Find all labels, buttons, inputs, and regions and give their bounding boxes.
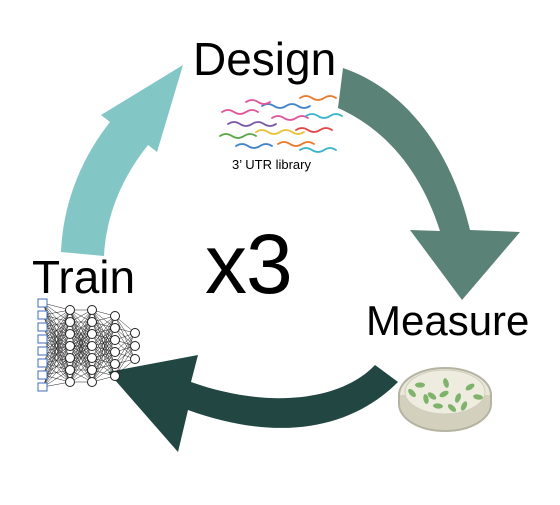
nn-connection	[42, 345, 71, 388]
nn-input-node	[37, 298, 48, 308]
cell	[439, 390, 449, 398]
cell	[408, 388, 416, 398]
nn-input-node	[37, 346, 48, 356]
nn-node	[87, 353, 97, 363]
cell	[454, 393, 462, 403]
nn-connection	[114, 332, 136, 377]
cell	[460, 401, 468, 411]
cell	[473, 394, 483, 400]
nn-node	[65, 329, 75, 339]
step-design-label: Design	[193, 33, 337, 85]
dish-cells	[408, 378, 483, 412]
nn-node	[130, 328, 140, 338]
nn-connection	[42, 309, 71, 340]
nn-connection	[114, 315, 136, 347]
rna-strands-icon	[219, 95, 343, 153]
cell	[465, 383, 475, 391]
nn-connection	[69, 309, 93, 359]
nn-node	[65, 377, 75, 387]
nn-connection	[114, 345, 136, 377]
nn-node	[110, 371, 120, 381]
neural-network-icon	[37, 298, 140, 392]
nn-connection	[69, 333, 93, 383]
arrow-measure-to-train	[108, 355, 398, 452]
nn-node	[65, 353, 75, 363]
nn-connection	[114, 332, 136, 365]
nn-input-node	[37, 382, 48, 392]
nn-input-node	[37, 322, 48, 332]
nn-input-node	[37, 334, 48, 344]
step-measure-label: Measure	[366, 297, 530, 344]
iteration-count-label: x3	[205, 217, 293, 311]
nn-connection	[42, 309, 71, 352]
nn-node	[65, 305, 75, 315]
nn-node	[110, 359, 120, 369]
step-train-label: Train	[32, 251, 136, 303]
nn-connection	[69, 345, 93, 383]
nn-node	[65, 341, 75, 351]
petri-dish-icon	[398, 367, 492, 432]
arrow-train-to-design	[61, 65, 183, 256]
nn-input-node	[37, 358, 48, 368]
library-label: 3’ UTR library	[232, 157, 311, 172]
cell	[443, 378, 449, 388]
nn-node	[87, 365, 97, 375]
nn-node	[110, 323, 120, 333]
nn-node	[87, 317, 97, 327]
nn-node	[130, 354, 140, 364]
nn-input-node	[37, 310, 48, 320]
nn-node	[110, 347, 120, 357]
nn-node	[87, 377, 97, 387]
nn-connection	[91, 351, 116, 383]
nn-connection	[69, 309, 93, 347]
nn-node	[87, 329, 97, 339]
nn-connection	[69, 357, 93, 383]
nn-node	[87, 305, 97, 315]
nn-node	[130, 341, 140, 351]
nn-input-node	[37, 370, 48, 380]
cell	[423, 394, 429, 404]
nn-connection	[114, 327, 136, 360]
nn-connection	[69, 309, 93, 335]
cell	[427, 392, 437, 400]
arrow-design-to-measure	[338, 68, 520, 300]
cell	[447, 404, 457, 412]
nn-connection	[91, 315, 116, 359]
nn-node	[65, 365, 75, 375]
nn-node	[87, 341, 97, 351]
nn-node	[65, 317, 75, 327]
nn-connection	[114, 315, 136, 360]
nn-node	[110, 335, 120, 345]
nn-connection	[91, 339, 116, 383]
cell	[415, 382, 425, 388]
nn-connection	[42, 357, 71, 388]
nn-node	[110, 311, 120, 321]
nn-connection	[91, 315, 116, 347]
cell	[433, 403, 443, 409]
